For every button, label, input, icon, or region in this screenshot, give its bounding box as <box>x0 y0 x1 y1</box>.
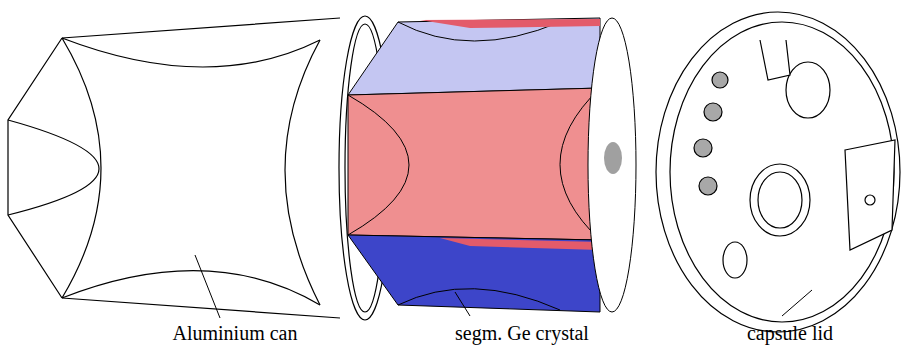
part-label: segm. Ge crystal <box>455 322 589 344</box>
leader-lines <box>195 255 812 318</box>
part-label: Aluminium can <box>173 322 298 344</box>
part-label: capsule lid <box>747 322 833 344</box>
ge-crystal <box>348 18 636 312</box>
aluminium-can <box>8 16 391 320</box>
capsule-lid <box>656 12 900 332</box>
